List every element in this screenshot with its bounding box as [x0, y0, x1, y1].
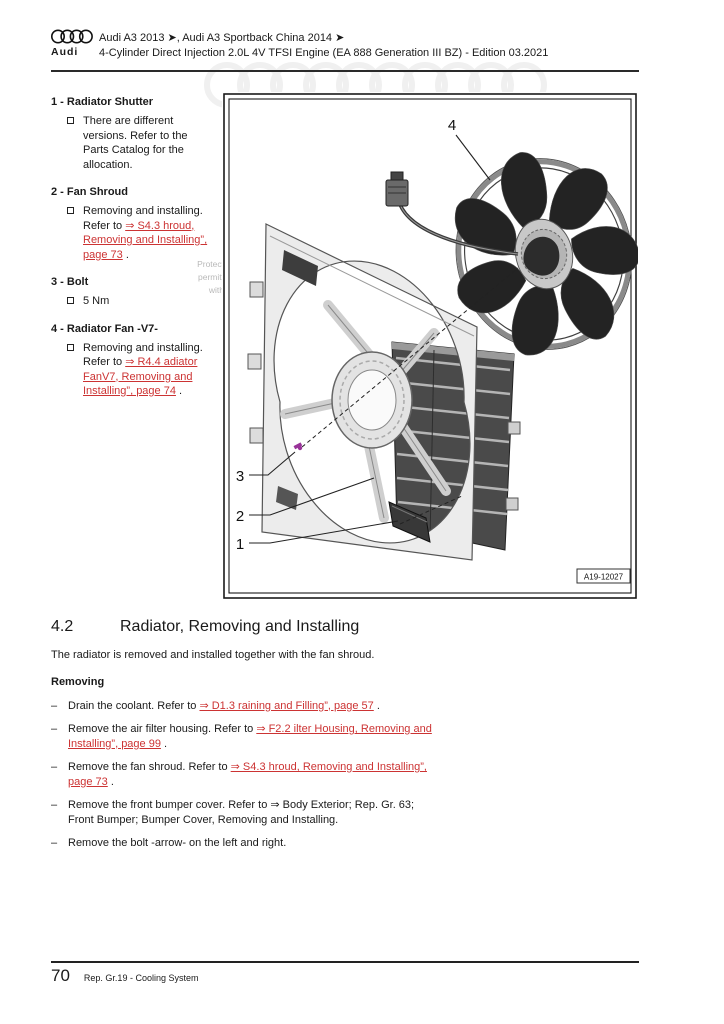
step-suffix: .: [107, 775, 114, 788]
removal-step-1: – Drain the coolant. Refer to ⇒ D1.3 rai…: [51, 699, 471, 714]
svg-text:A19-12027: A19-12027: [584, 573, 624, 582]
figure-label: A19-12027: [576, 568, 631, 584]
section-subheading: Removing: [51, 675, 105, 688]
fan-blades: [454, 152, 638, 356]
part-item-2: 2 - Fan Shroud Removing and installing. …: [51, 185, 221, 262]
checkbox-icon: [67, 207, 74, 214]
cross-reference-link[interactable]: ⇒ R4.4 adiator FanV7, Removing and Insta…: [83, 356, 198, 397]
step-text: Remove the fan shroud. Refer to: [68, 761, 231, 773]
bullet-dash: –: [51, 699, 58, 712]
section-title: Radiator, Removing and Installing: [120, 618, 360, 635]
cross-reference-link[interactable]: ⇒ S4.3 hroud, Removing and Installing”, …: [68, 761, 427, 788]
note-text: 5 Nm: [83, 295, 110, 307]
part-note: There are different versions. Refer to t…: [51, 114, 221, 172]
svg-text:4: 4: [448, 117, 456, 134]
part-item-3: 3 - Bolt 5 Nm: [51, 275, 221, 309]
step-text: Drain the coolant. Refer to: [68, 699, 200, 712]
page-footer: 70 Rep. Gr.19 - Cooling System: [51, 966, 198, 986]
bullet-dash: –: [51, 761, 58, 773]
page-header: Audi Audi A3 2013 ➤, Audi A3 Sportback C…: [51, 28, 639, 61]
removal-step-5: – Remove the bolt -arrow- on the left an…: [51, 836, 471, 851]
fan-shroud: [247, 223, 478, 561]
radiator-panel: [391, 341, 521, 551]
note-text: Removing and installing. Refer to: [83, 341, 203, 369]
part-label: 3 - Bolt: [51, 276, 89, 288]
callout-4: 4: [448, 117, 491, 181]
step-suffix: .: [160, 737, 168, 750]
section-intro: The radiator is removed and installed to…: [51, 649, 375, 661]
header-engine-line: 4-Cylinder Direct Injection 2.0L 4V TFSI…: [99, 47, 549, 59]
step-text: Remove the front bumper cover. Refer to …: [68, 799, 415, 826]
svg-text:2: 2: [236, 508, 244, 525]
part-note: 5 Nm: [51, 294, 221, 309]
parts-list: 1 - Radiator Shutter There are different…: [51, 95, 221, 399]
technical-diagram: 4 3 2 1 A19-12027: [222, 92, 638, 600]
audi-wordmark: Audi: [51, 46, 79, 58]
audi-rings-icon: [51, 29, 93, 44]
copyright-watermark: Protect permitt with: [197, 259, 224, 295]
diagram-outer-border: [223, 93, 637, 599]
part-label: 2 - Fan Shroud: [51, 186, 128, 198]
part-item-4: 4 - Radiator Fan -V7- Removing and insta…: [51, 322, 221, 399]
cross-reference-link[interactable]: ⇒ D1.3 raining and Filling”, page 57: [199, 699, 374, 712]
header-models-line: Audi A3 2013 ➤, Audi A3 Sportback China …: [99, 32, 345, 44]
callout-3: 3: [236, 451, 296, 485]
svg-text:1: 1: [236, 536, 244, 553]
svg-text:3: 3: [236, 468, 244, 485]
step-suffix: .: [373, 699, 380, 712]
part-label: 1 - Radiator Shutter: [51, 96, 154, 108]
callout-2: 2: [236, 477, 375, 525]
radiator-shutter-louver: [388, 501, 431, 543]
header-rule: [51, 70, 639, 72]
assembly-dashed-line: [301, 267, 519, 448]
removal-step-2: – Remove the air filter housing. Refer t…: [51, 722, 471, 751]
connector-plug: [385, 171, 409, 207]
footer-rule: [51, 961, 639, 963]
checkbox-icon: [67, 343, 74, 351]
checkbox-icon: [67, 117, 74, 124]
cross-reference-link[interactable]: ⇒ F2.2 ilter Housing, Removing and Insta…: [68, 723, 432, 750]
page-number: 70: [51, 966, 70, 985]
cross-reference-link[interactable]: ⇒ S4.3 hroud, Removing and Installing”, …: [83, 219, 208, 261]
part-label: 4 - Radiator Fan -V7-: [51, 322, 158, 335]
removal-step-4: – Remove the front bumper cover. Refer t…: [51, 798, 471, 827]
note-suffix: .: [122, 248, 129, 261]
note-text: Removing and installing. Refer to: [83, 205, 203, 232]
bullet-dash: –: [51, 799, 58, 811]
part-item-1: 1 - Radiator Shutter There are different…: [51, 95, 221, 172]
callout-1: 1: [236, 520, 399, 553]
section-radiator-removing: 4.2 Radiator, Removing and Installing Th…: [51, 618, 471, 860]
audi-logo: Audi: [51, 28, 97, 58]
section-heading: 4.2 Radiator, Removing and Installing: [51, 618, 471, 636]
step-text: Remove the bolt -arrow- on the left and …: [68, 837, 287, 849]
bullet-dash: –: [51, 723, 58, 735]
note-text: There are different versions. Refer to t…: [83, 115, 188, 171]
note-suffix: .: [175, 385, 183, 397]
footer-text: Rep. Gr.19 - Cooling System: [83, 973, 199, 983]
bolt-marker: [293, 442, 303, 451]
part-note: Removing and installing. Refer to ⇒ R4.4…: [51, 341, 221, 399]
section-number: 4.2: [51, 618, 74, 635]
step-text: Remove the air filter housing. Refer to: [68, 723, 257, 735]
removal-step-3: – Remove the fan shroud. Refer to ⇒ S4.3…: [51, 760, 471, 789]
part-note: Removing and installing. Refer to ⇒ S4.3…: [51, 204, 221, 262]
diagram-inner-border: [228, 98, 632, 594]
assembly-dashed-line-2: [399, 495, 463, 525]
bullet-dash: –: [51, 837, 58, 849]
checkbox-icon: [67, 297, 74, 304]
